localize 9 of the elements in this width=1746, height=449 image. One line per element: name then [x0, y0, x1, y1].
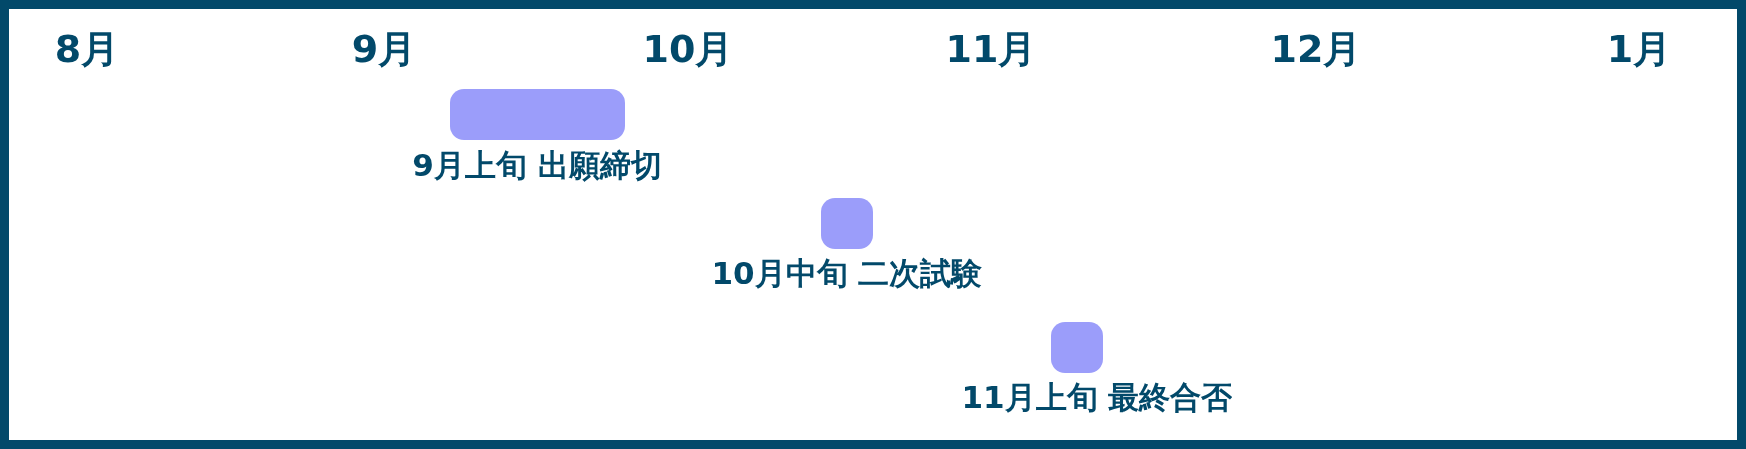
- month-label: 12月: [1270, 30, 1362, 68]
- milestone-label: 9月上旬 出願締切: [412, 150, 662, 181]
- month-label: 10月: [642, 30, 734, 68]
- milestone-label: 10月中旬 二次試験: [711, 258, 983, 289]
- month-label: 1月: [1606, 30, 1672, 68]
- month-label: 9月: [351, 30, 417, 68]
- month-label: 11月: [945, 30, 1037, 68]
- month-label: 8月: [54, 30, 120, 68]
- milestone-label: 11月上旬 最終合否: [961, 382, 1233, 413]
